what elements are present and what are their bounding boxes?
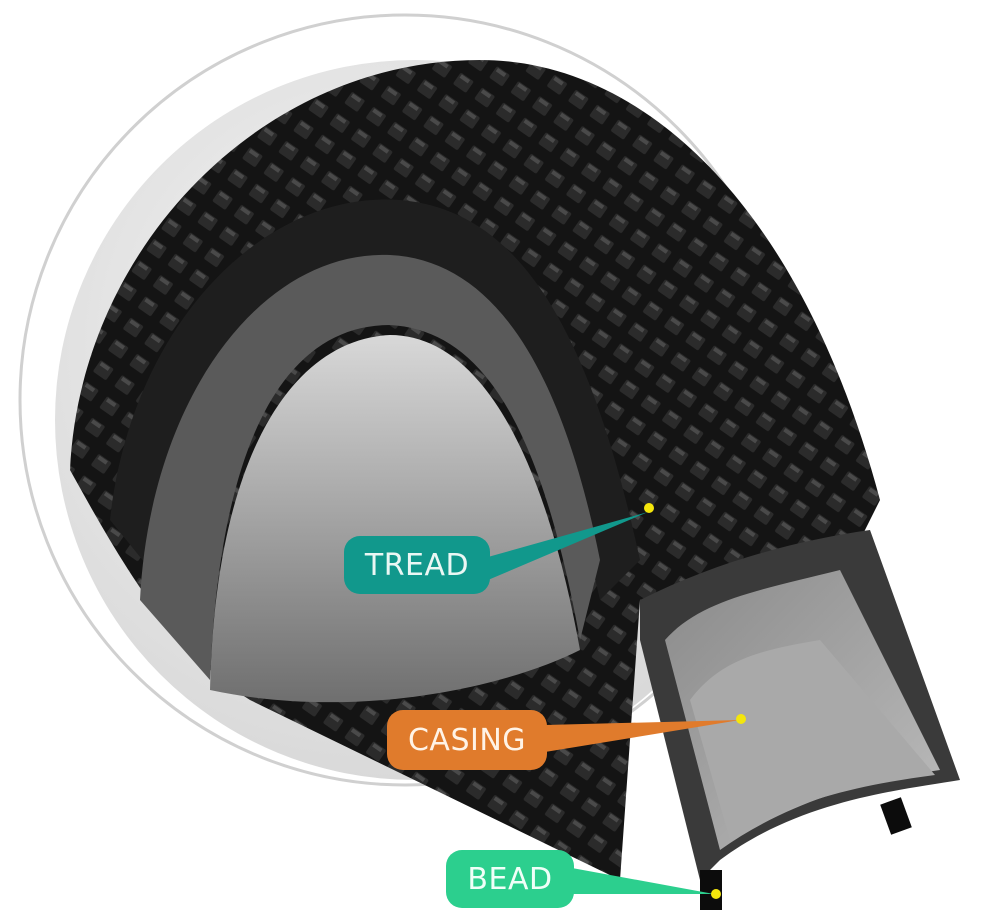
bead-right [880,797,912,835]
casing-marker-dot [736,714,746,724]
tread-leader [488,512,648,580]
inner-casing-layer [690,640,935,840]
casing-leader [545,720,740,752]
sidewall [110,199,640,600]
tread-marker-dot [644,503,654,513]
tread-label: TREAD [344,536,490,594]
bead-marker-dot [711,889,721,899]
bead-left [700,870,722,910]
rim [140,254,600,680]
casing-label: CASING [387,710,547,770]
rim-interior [210,335,580,703]
bead-label: BEAD [446,850,574,908]
bead-leader [572,868,714,894]
